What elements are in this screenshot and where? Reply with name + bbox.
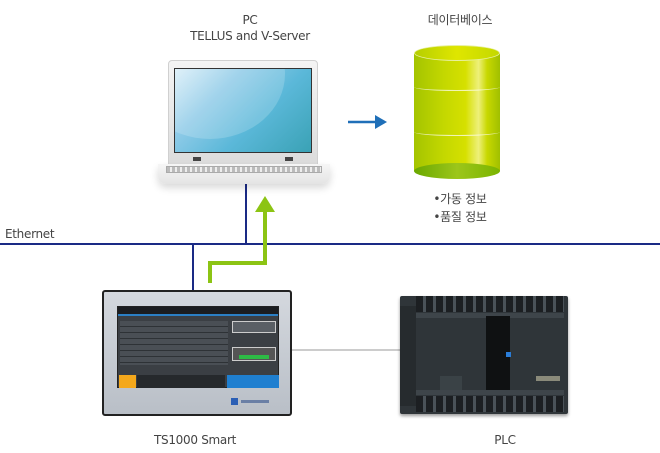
plc-terminal-block-bottom [416, 396, 564, 412]
database-top [414, 45, 500, 61]
laptop-hinge [193, 157, 201, 161]
plc-controller-icon [400, 296, 568, 414]
laptop-screen [174, 68, 312, 153]
green-arrow-head-icon [255, 196, 275, 212]
laptop-lid [168, 60, 318, 165]
laptop-keyboard [166, 166, 322, 173]
ethernet-label: Ethernet [5, 227, 55, 241]
plc-terminal-block-top [416, 296, 564, 312]
hmi-brand-logo-icon [231, 398, 238, 405]
blue-arrow-head-icon [375, 115, 387, 129]
hmi-screen [117, 306, 279, 388]
database-info-item: •가동 정보 [433, 192, 487, 206]
pc-label: PC TELLUS and V-Server [170, 12, 330, 44]
pc-subtitle: TELLUS and V-Server [190, 29, 310, 43]
plc-status-led [506, 352, 511, 357]
database-base [414, 163, 500, 179]
plc-model-tag [536, 376, 560, 381]
hmi-screen-yellow-button [119, 375, 136, 388]
database-ring [414, 83, 500, 91]
hmi-touch-panel-icon [102, 290, 292, 416]
laptop-icon [150, 60, 350, 190]
pc-title: PC [242, 13, 258, 27]
hmi-screen-table [120, 321, 228, 365]
laptop-hinge [285, 157, 293, 161]
hmi-screen-button [232, 321, 276, 333]
green-data-arrow-shaft [208, 210, 267, 283]
database-cylinder-icon [414, 45, 500, 180]
plc-label-strip [416, 390, 564, 395]
database-label: 데이터베이스 [427, 13, 493, 27]
database-body [414, 53, 500, 171]
laptop-base [158, 164, 330, 184]
hmi-screen-status [232, 347, 276, 361]
plc-side-panel [400, 306, 416, 406]
hmi-screen-message-bar [137, 375, 225, 388]
plc-port-cover [440, 376, 462, 390]
plc-label: PLC [494, 433, 516, 447]
database-info-list: •가동 정보 •품질 정보 [400, 190, 520, 226]
plc-label-strip [416, 313, 564, 318]
hmi-status-indicator [239, 355, 269, 359]
hmi-label: TS1000 Smart [154, 433, 236, 447]
database-info-item: •품질 정보 [433, 210, 487, 224]
hmi-screen-title-bar [118, 307, 278, 316]
hmi-screen-blue-button [227, 375, 279, 388]
database-ring [414, 128, 500, 136]
hmi-brand-text [241, 400, 269, 403]
